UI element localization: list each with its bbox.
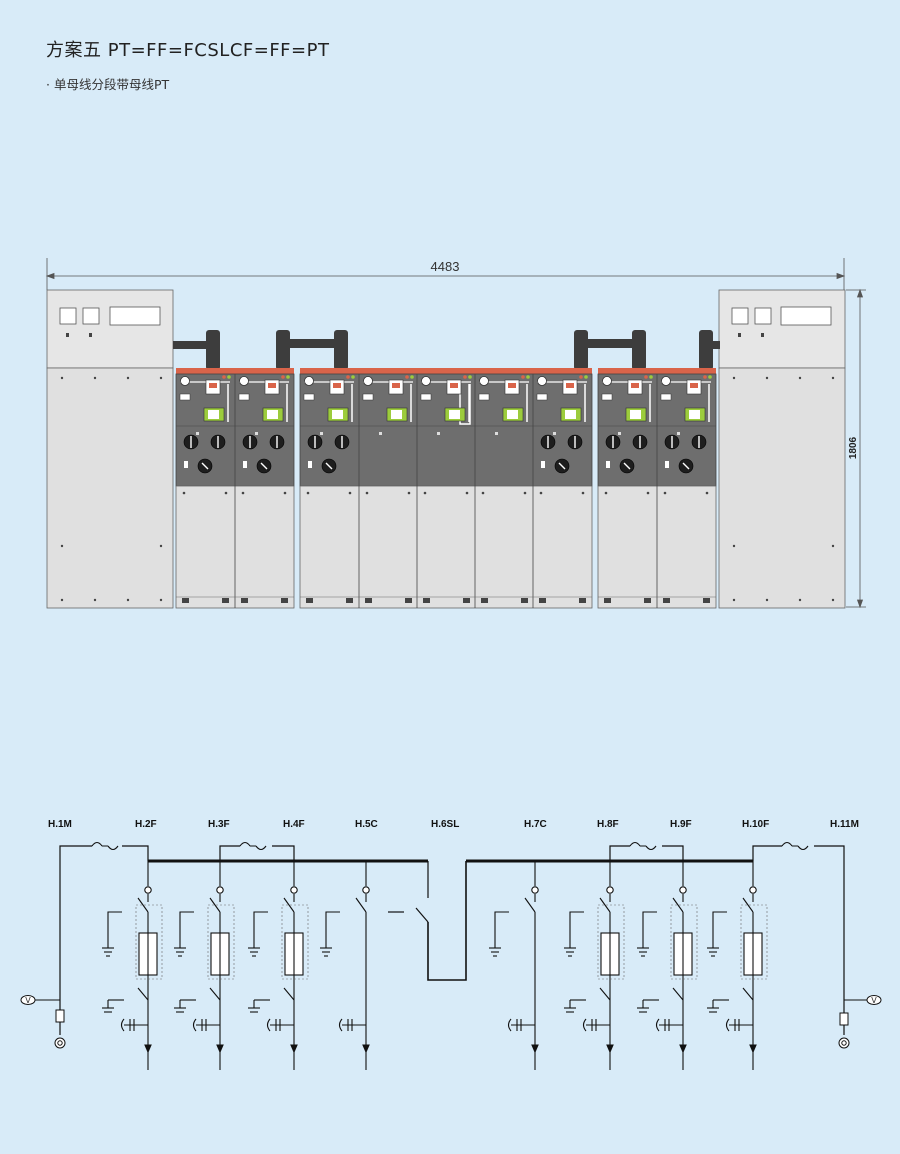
label-h5c: H.5C — [355, 819, 378, 830]
cable-terminations — [91, 841, 809, 851]
bushing-links — [173, 330, 720, 370]
right-pt-meter — [838, 995, 882, 1049]
page-subtitle: · 单母线分段带母线PT — [46, 77, 170, 92]
feeder-bay — [320, 861, 370, 1070]
label-h11m: H.11M — [830, 819, 859, 830]
switchgear-front-view: 4483 1806 — [45, 258, 866, 609]
left-pt-cabinet — [46, 289, 174, 609]
feeder-bays — [102, 861, 768, 1070]
feeder-bay — [707, 861, 768, 1070]
label-h10f: H.10F — [742, 819, 769, 830]
page-title: 方案五 PT=FF=FCSLCF=FF=PT — [46, 40, 330, 61]
right-pt-cabinet — [718, 289, 846, 609]
bay-panel — [238, 375, 290, 603]
bay-panel — [420, 375, 472, 603]
bay-panel — [303, 375, 355, 603]
bay-panel — [660, 375, 712, 603]
left-pt-meter — [20, 995, 66, 1049]
right-voltmeter-icon: V — [871, 996, 877, 1005]
ring-main-unit-3 — [597, 368, 717, 609]
ring-main-unit-2 — [299, 368, 593, 609]
bay-panel — [179, 375, 231, 603]
bay-panel — [536, 375, 588, 603]
label-h1m: H.1M — [48, 819, 72, 830]
label-h8f: H.8F — [597, 819, 619, 830]
bay-panel — [478, 375, 530, 603]
label-h4f: H.4F — [283, 819, 305, 830]
bay-panel — [362, 375, 414, 603]
label-h7c: H.7C — [524, 819, 547, 830]
left-voltmeter-icon: V — [25, 996, 31, 1005]
width-label: 4483 — [431, 259, 460, 274]
label-h9f: H.9F — [670, 819, 692, 830]
feeder-bay — [637, 861, 698, 1070]
label-h3f: H.3F — [208, 819, 230, 830]
width-dimension — [45, 258, 846, 290]
circuit-labels: H.1M H.2F H.3F H.4F H.5C H.6SL H.7C H.8F… — [48, 819, 859, 830]
label-h2f: H.2F — [135, 819, 157, 830]
label-h6sl: H.6SL — [431, 819, 459, 830]
feeder-bay — [102, 861, 163, 1070]
feeder-bay — [489, 861, 539, 1070]
height-label: 1806 — [848, 436, 859, 459]
bay-details — [179, 375, 712, 603]
feeder-bay — [564, 861, 625, 1070]
feeder-bay — [248, 861, 309, 1070]
height-dimension — [846, 288, 866, 609]
feeder-bay — [174, 861, 235, 1070]
bay-panel — [601, 375, 653, 603]
ring-main-unit-1 — [175, 368, 295, 609]
